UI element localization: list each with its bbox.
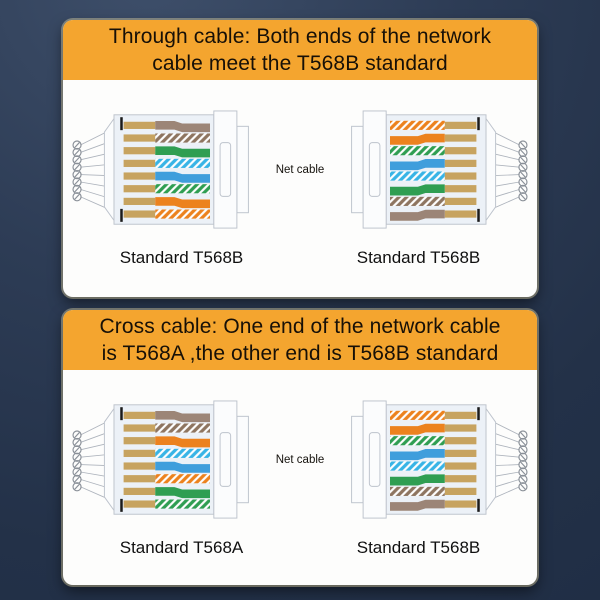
cross-cable-title-line2: is T568A ,the other end is T568B standar…	[101, 342, 499, 365]
cross-cable-diagram: Net cable	[63, 390, 537, 530]
cross-cable-captions: Standard T568A Standard T568B	[63, 538, 537, 558]
cross-cable-body: Net cable Standard T568A Standard T568B	[63, 370, 537, 558]
through-cable-title-line1: Through cable: Both ends of the network	[108, 25, 492, 48]
net-cable-label: Net cable	[275, 164, 325, 176]
through-cable-title-line2: cable meet the T568B standard	[152, 52, 448, 75]
index-tick-top	[120, 117, 123, 131]
caption-right-standard: Standard T568B	[356, 248, 481, 267]
plug-latch-handle	[219, 142, 232, 197]
index-tick-bottom	[120, 208, 123, 222]
plug-boot	[103, 117, 115, 222]
plug-latch-handle	[368, 432, 381, 487]
index-tick-top	[477, 407, 480, 421]
rj45-plug-t568b-right	[342, 390, 534, 530]
rj45-plug-svg	[351, 400, 528, 519]
plug-boot	[485, 407, 497, 512]
cross-cable-banner: Cross cable: One end of the network cabl…	[63, 310, 537, 370]
through-cable-captions: Standard T568B Standard T568B	[63, 248, 537, 268]
cross-cable-card: Cross cable: One end of the network cabl…	[63, 310, 537, 585]
plug-latch-handle	[219, 432, 232, 487]
through-cable-diagram: Net cable	[63, 100, 537, 240]
caption-left-standard: Standard T568B	[119, 248, 244, 267]
plug-boot	[485, 117, 497, 222]
index-tick-bottom	[477, 498, 480, 512]
through-cable-banner: Through cable: Both ends of the network …	[63, 20, 537, 80]
index-tick-top	[477, 117, 480, 131]
through-cable-body: Net cable Standard T568B Standard T568B	[63, 80, 537, 268]
plug-latch-back	[236, 125, 249, 214]
caption-right-standard: Standard T568B	[356, 538, 481, 557]
net-cable-label: Net cable	[275, 454, 325, 466]
index-tick-top	[120, 407, 123, 421]
plug-latch-back	[351, 125, 364, 214]
plug-boot	[103, 407, 115, 512]
through-cable-card: Through cable: Both ends of the network …	[63, 20, 537, 297]
rj45-plug-svg	[72, 400, 249, 519]
index-tick-bottom	[120, 498, 123, 512]
plug-body	[113, 404, 215, 515]
plug-latch-handle	[368, 142, 381, 197]
cross-cable-title-line1: Cross cable: One end of the network cabl…	[99, 315, 501, 338]
rj45-plug-t568b-left	[66, 100, 258, 240]
rj45-plug-svg	[351, 110, 528, 229]
caption-left-standard: Standard T568A	[119, 538, 244, 557]
plug-latch-back	[236, 415, 249, 504]
rj45-plug-t568b-right	[342, 100, 534, 240]
index-tick-bottom	[477, 208, 480, 222]
rj45-plug-svg	[72, 110, 249, 229]
plug-latch-back	[351, 415, 364, 504]
rj45-plug-t568a-left	[66, 390, 258, 530]
